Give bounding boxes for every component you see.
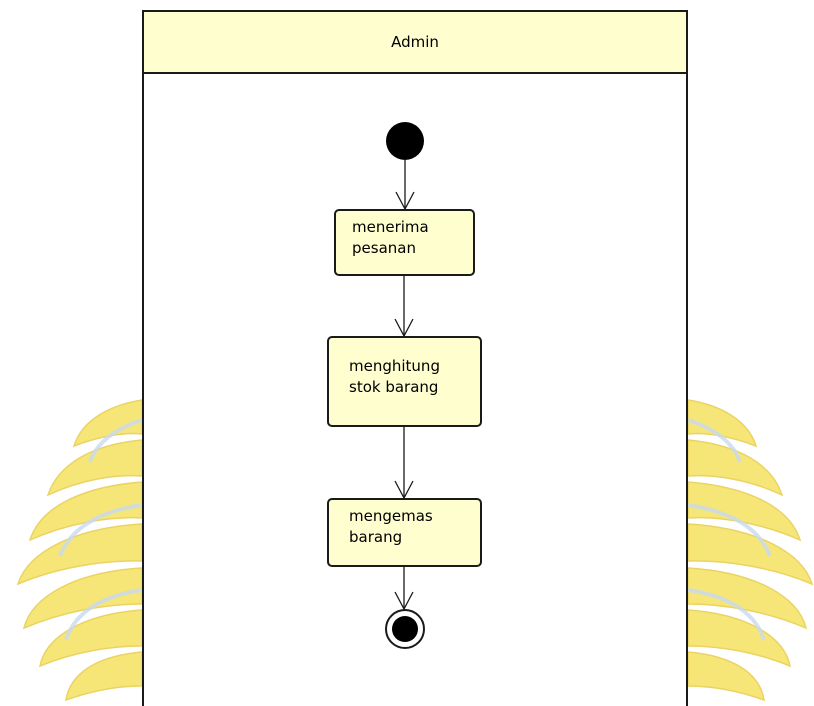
action-menghitung-stok-barang: menghitung stok barang: [327, 336, 482, 427]
edge-menerima-to-menghitung: [394, 276, 414, 338]
action-menerima-pesanan: menerima pesanan: [334, 209, 475, 276]
initial-node-icon: [386, 122, 424, 160]
swimlane-header: Admin: [144, 12, 686, 74]
edge-start-to-menerima: [395, 160, 415, 211]
action-label-line-2: barang: [349, 528, 403, 546]
final-node-icon: [385, 609, 425, 649]
edge-mengemas-to-end: [394, 567, 414, 611]
action-mengemas-barang: mengemas barang: [327, 498, 482, 567]
action-label-line-2: pesanan: [352, 239, 416, 257]
action-label-line-1: mengemas: [349, 507, 433, 525]
edge-menghitung-to-mengemas: [394, 427, 414, 500]
action-label-line-1: menerima: [352, 218, 429, 236]
swimlane-title: Admin: [391, 33, 439, 51]
action-label-line-2: stok barang: [349, 378, 439, 396]
action-label-line-1: menghitung: [349, 357, 440, 375]
